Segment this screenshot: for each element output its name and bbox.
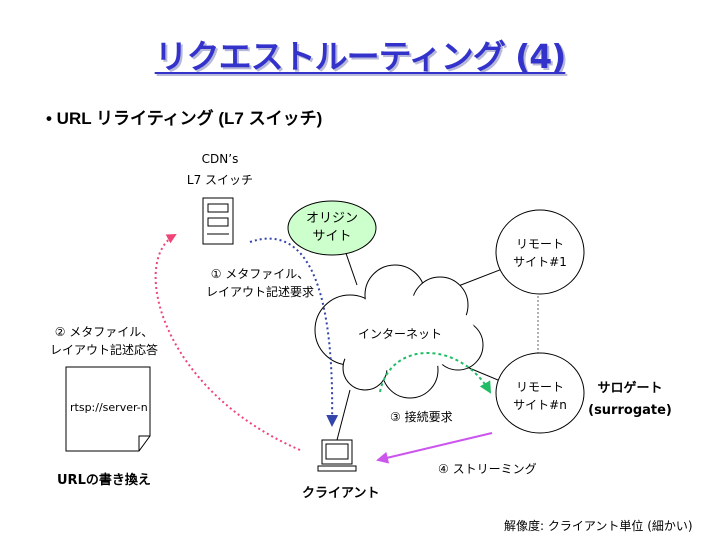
step2-line1: ② メタファイル、 (54, 325, 154, 339)
url-rewrite-label: URLの書き換え (57, 473, 151, 488)
surrogate-label: サロゲート (surrogate) (588, 380, 672, 420)
step1-line1: ① メタファイル、 (210, 267, 310, 281)
surrogate-line1: サロゲート (597, 381, 663, 396)
document-icon (65, 366, 151, 452)
step1-line2: レイアウト記述要求 (205, 285, 314, 299)
internet-label: インターネット (358, 327, 443, 341)
remote-site-n-line2: サイト#n (513, 398, 567, 412)
connect-arrow (379, 352, 492, 394)
step1-label: ① メタファイル、 レイアウト記述要求 (205, 265, 315, 301)
origin-site-label: オリジン サイト (296, 210, 368, 246)
remote-site-1-label: リモート サイト#1 (500, 235, 580, 271)
internet-cloud (314, 264, 484, 399)
slide-title: リクエストルーティング (4) (154, 37, 567, 76)
document-text: rtsp://server-n (70, 401, 148, 414)
client-computer-icon (317, 439, 357, 472)
link-internet-client (336, 389, 351, 441)
bullet-url-rewriting: • URL リライティング (L7 スイッチ) (46, 109, 323, 128)
origin-site-line1: オリジン (305, 211, 358, 226)
l7-switch-line2: L7 スイッチ (186, 173, 254, 187)
remote-site-1-line2: サイト#1 (513, 255, 567, 269)
footnote: 解像度: クライアント単位 (細かい) (504, 519, 693, 533)
step4-label: ④ ストリーミング (438, 462, 537, 476)
origin-site-ellipse (287, 200, 377, 256)
l7-switch-label: CDN’s L7 スイッチ (180, 150, 260, 189)
server-icon (202, 197, 234, 245)
remote-site-n-label: リモート サイト#n (500, 378, 580, 414)
remote-site-1-line1: リモート (515, 237, 564, 251)
step3-label: ③ 接続要求 (390, 410, 453, 424)
remote-site-1-ellipse (495, 209, 585, 295)
request-arrow (154, 234, 301, 451)
origin-site-line2: サイト (312, 229, 352, 244)
stream-arrow (376, 432, 493, 464)
remote-site-n-ellipse (495, 352, 585, 434)
step2-label: ② メタファイル、 レイアウト記述応答 (48, 323, 160, 359)
client-label: クライアント (302, 486, 380, 501)
remote-site-n-line1: リモート (515, 380, 564, 394)
step2-line2: レイアウト記述応答 (49, 343, 158, 357)
surrogate-line2: (surrogate) (588, 403, 672, 418)
l7-switch-line1: CDN’s (201, 152, 239, 166)
